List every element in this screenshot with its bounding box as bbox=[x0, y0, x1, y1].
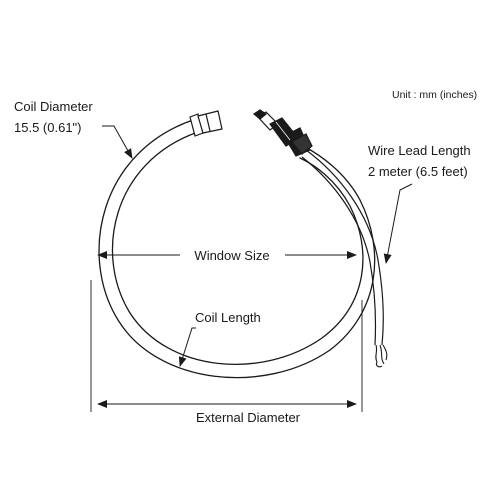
wire-lead-title: Wire Lead Length bbox=[368, 143, 471, 158]
external-diameter-extension-lines bbox=[90, 280, 363, 412]
coil-end-cap-icon bbox=[189, 110, 223, 137]
wire-lead-value: 2 meter (6.5 feet) bbox=[368, 164, 468, 179]
wire-lead-leader bbox=[383, 183, 413, 264]
connector-plug-icon bbox=[252, 109, 313, 157]
coil-diameter-title: Coil Diameter bbox=[14, 99, 93, 114]
coil-length-leader bbox=[178, 327, 196, 367]
unit-label: Unit : mm (inches) bbox=[392, 89, 477, 101]
coil-diameter-leader bbox=[102, 125, 133, 159]
external-diameter-label: External Diameter bbox=[196, 410, 301, 425]
wire-lead bbox=[301, 149, 384, 346]
stripped-wire-icon bbox=[375, 344, 388, 368]
coil-diameter-value: 15.5 (0.61") bbox=[14, 120, 82, 135]
window-size-label: Window Size bbox=[194, 248, 269, 263]
coil-body bbox=[98, 118, 376, 379]
coil-length-label: Coil Length bbox=[195, 310, 261, 325]
